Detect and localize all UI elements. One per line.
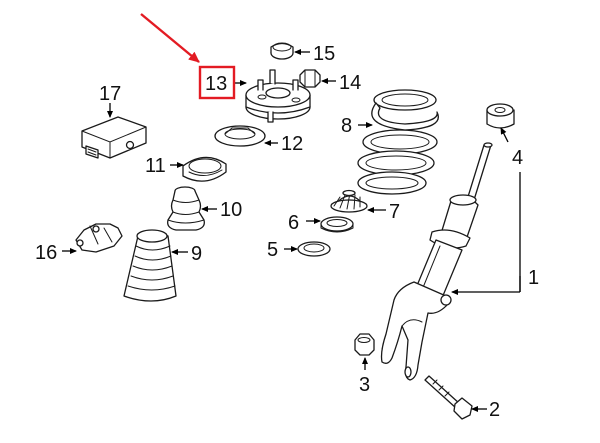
highlight-box <box>198 65 236 100</box>
callout-labels: 1 2 3 4 5 6 7 8 9 10 11 12 13 14 15 16 1… <box>35 43 539 421</box>
part-8-coil-spring <box>357 89 439 195</box>
callout-9: 9 <box>191 243 202 265</box>
part-12-isolator <box>214 125 266 147</box>
callout-13: 13 <box>205 73 227 95</box>
callout-2: 2 <box>489 399 500 421</box>
part-4-bushing <box>486 103 515 129</box>
part-6-washer <box>320 216 354 233</box>
callout-7: 7 <box>389 201 400 223</box>
callout-3: 3 <box>359 374 370 396</box>
part-16-bracket <box>75 223 123 253</box>
leader-lines <box>62 49 521 412</box>
callout-1: 1 <box>528 267 539 289</box>
callout-5: 5 <box>267 239 278 261</box>
callout-8: 8 <box>341 115 352 137</box>
part-3-nut <box>354 333 375 356</box>
part-9-dust-boot <box>123 229 177 302</box>
callout-14: 14 <box>339 72 361 94</box>
part-7-spring-seat <box>330 189 368 213</box>
part-13-strut-mount <box>245 69 311 123</box>
callout-4: 4 <box>512 147 523 169</box>
callout-15: 15 <box>313 43 335 65</box>
callout-6: 6 <box>288 212 299 234</box>
leader-4 <box>500 127 509 143</box>
callout-10: 10 <box>220 199 242 221</box>
part-17-module <box>81 116 147 159</box>
part-11-seat <box>182 156 227 182</box>
part-1-strut-assembly <box>380 142 493 381</box>
highlight-part-13 <box>140 13 236 100</box>
callout-11: 11 <box>145 155 166 177</box>
callout-17: 17 <box>99 83 121 105</box>
part-5-ring <box>297 241 331 257</box>
part-2-bolt <box>424 375 473 420</box>
callout-16: 16 <box>35 242 57 264</box>
highlight-arrow <box>140 13 200 63</box>
part-10-bump-stop <box>167 186 205 231</box>
part-14-nut <box>299 69 321 88</box>
callout-12: 12 <box>281 133 303 155</box>
part-15-cap <box>270 42 294 60</box>
